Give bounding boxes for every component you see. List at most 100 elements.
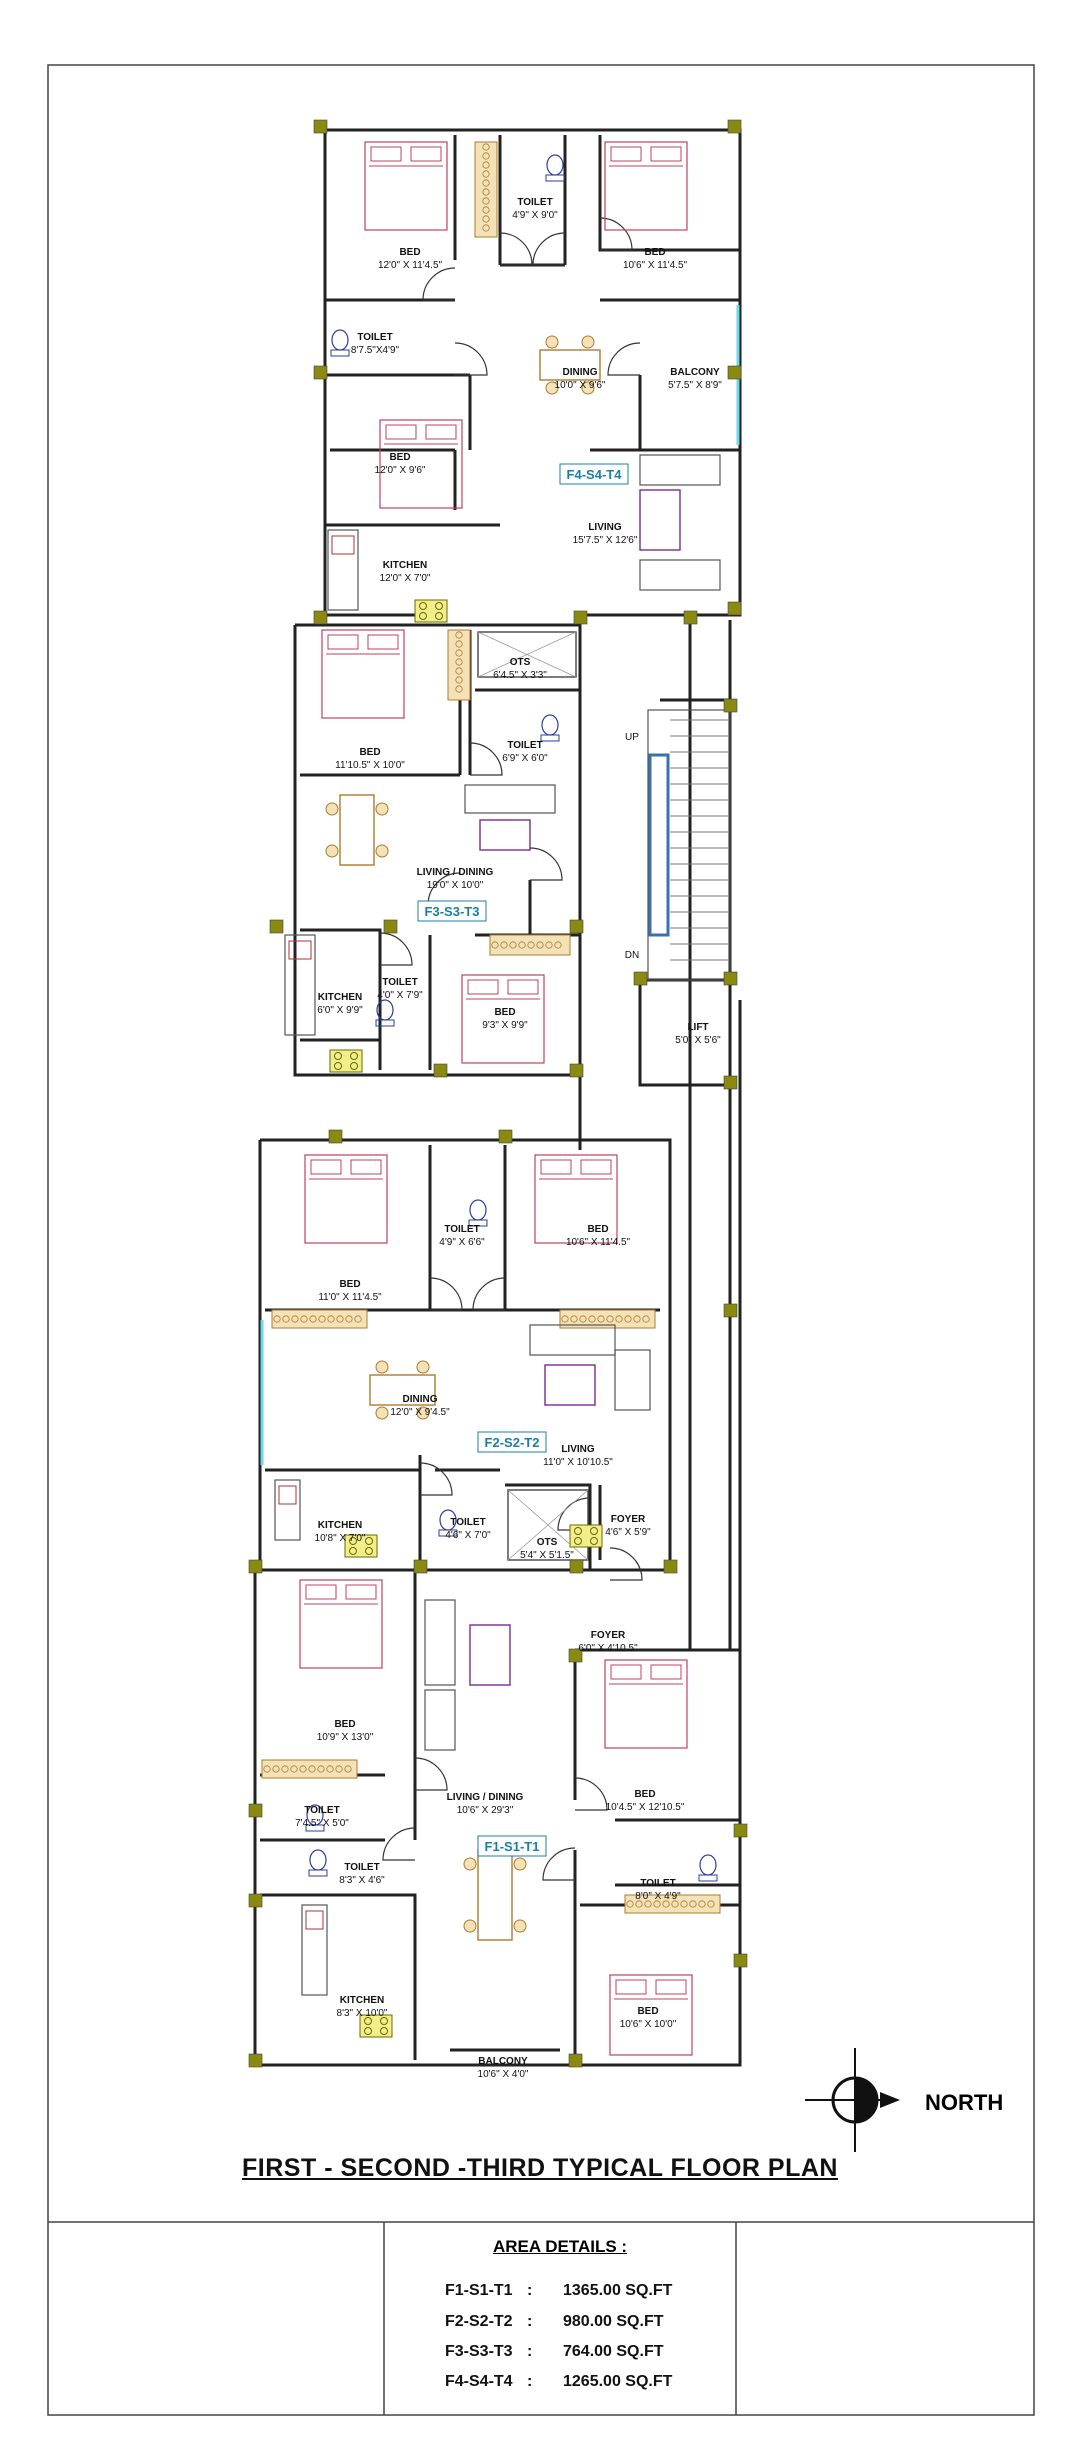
ots-shaft <box>477 631 577 678</box>
room-label: DINING 12'0" X 9'4.5" <box>390 1394 450 1418</box>
svg-text:KITCHEN: KITCHEN <box>318 1520 362 1531</box>
svg-text:15'7.5" X 12'6": 15'7.5" X 12'6" <box>573 535 638 546</box>
bed-icon <box>461 974 545 1064</box>
svg-text:BALCONY: BALCONY <box>478 2056 528 2067</box>
sheet-frame <box>47 64 1035 2416</box>
svg-text:TOILET: TOILET <box>450 1517 485 1528</box>
svg-text:LIVING: LIVING <box>588 522 622 533</box>
svg-text:7'4.5" X 5'0": 7'4.5" X 5'0" <box>295 1818 349 1829</box>
svg-text:10'6" X 11'4.5": 10'6" X 11'4.5" <box>566 1237 631 1248</box>
bed-icon <box>609 1974 693 2056</box>
svg-text:4'6" X 7'0": 4'6" X 7'0" <box>445 1530 491 1541</box>
door-swing <box>574 1777 608 1811</box>
dining-table-icon <box>369 1360 436 1420</box>
door-swing <box>599 217 633 251</box>
bed-icon <box>534 1154 618 1244</box>
column <box>568 1648 583 1663</box>
area-row: F1-S1-T1:1365.00 SQ.FT <box>445 2282 673 2299</box>
room-label: TOILET 4'6" X 7'0" <box>445 1517 491 1541</box>
column <box>248 2053 263 2068</box>
svg-text:6'9" X 6'0": 6'9" X 6'0" <box>502 753 548 764</box>
dining-table-icon <box>325 794 389 866</box>
svg-text:8'0" X 4'9": 8'0" X 4'9" <box>635 1891 681 1902</box>
svg-text:10'4.5" X 12'10.5": 10'4.5" X 12'10.5" <box>606 1802 685 1813</box>
rug-icon <box>639 489 681 551</box>
svg-text:LIVING: LIVING <box>561 1444 595 1455</box>
column <box>727 365 742 380</box>
svg-text:FOYER: FOYER <box>591 1630 626 1641</box>
bed-icon <box>379 419 463 509</box>
svg-text:11'10.5" X 10'0": 11'10.5" X 10'0" <box>335 760 405 771</box>
column <box>727 601 742 616</box>
room-label: LIFT 5'0" X 5'6" <box>675 1022 721 1046</box>
sofa-icon <box>639 559 721 591</box>
svg-text:TOILET: TOILET <box>344 1862 379 1873</box>
area-details-heading: AREA DETAILS : <box>492 2237 628 2256</box>
svg-text:9'3" X 9'9": 9'3" X 9'9" <box>482 1020 528 1031</box>
door-swing <box>532 232 566 266</box>
column <box>313 365 328 380</box>
bed-icon <box>321 629 405 719</box>
svg-text:10'0" X 9'6": 10'0" X 9'6" <box>555 380 606 391</box>
svg-text:BED: BED <box>637 2006 658 2017</box>
svg-text:BED: BED <box>359 747 380 758</box>
svg-text:KITCHEN: KITCHEN <box>340 1995 384 2006</box>
svg-text:DINING: DINING <box>403 1394 438 1405</box>
kitchen-counter-icon <box>327 529 359 611</box>
svg-text:11'0" X 11'4.5": 11'0" X 11'4.5" <box>318 1292 382 1303</box>
svg-text:5'4" X 5'1.5": 5'4" X 5'1.5" <box>520 1550 574 1561</box>
area-row: F3-S3-T3:764.00 SQ.FT <box>445 2343 664 2360</box>
door-swing <box>379 932 413 966</box>
door-swing <box>414 1757 448 1791</box>
svg-text:12'0" X 9'4.5": 12'0" X 9'4.5" <box>390 1407 450 1418</box>
door-swing <box>529 847 563 881</box>
svg-text:12'0" X 7'0": 12'0" X 7'0" <box>380 573 431 584</box>
wardrobe-icon <box>474 141 498 238</box>
svg-text:LIFT: LIFT <box>687 1022 708 1033</box>
svg-text:TOILET: TOILET <box>507 740 542 751</box>
svg-text:OTS: OTS <box>510 657 531 668</box>
sofa-icon <box>529 1324 616 1356</box>
svg-text:TOILET: TOILET <box>382 977 417 988</box>
stair-up-label: UP <box>625 732 639 743</box>
svg-text:LIVING / DINING: LIVING / DINING <box>447 1792 524 1803</box>
door-swing <box>499 232 533 266</box>
svg-text:10'6" X 4'0": 10'6" X 4'0" <box>478 2069 529 2080</box>
door-swing <box>454 342 488 376</box>
toilet-icon <box>375 999 395 1027</box>
wardrobe-icon <box>447 629 471 701</box>
room-label: BALCONY 10'6" X 4'0" <box>478 2056 529 2080</box>
column <box>569 1063 584 1078</box>
wall-segment <box>330 263 565 510</box>
stair-flight <box>647 709 731 981</box>
column <box>313 119 328 134</box>
dining-table-icon <box>539 335 601 395</box>
svg-text:6'0" X 9'9": 6'0" X 9'9" <box>317 1005 363 1016</box>
toilet-icon <box>330 329 350 357</box>
rug-icon <box>479 819 531 851</box>
column <box>723 1303 738 1318</box>
sofa-icon <box>464 784 556 814</box>
sofa-icon <box>639 454 721 486</box>
column <box>683 610 698 625</box>
stair-dn-label: DN <box>625 950 639 961</box>
svg-text:5'0" X 5'6": 5'0" X 5'6" <box>675 1035 721 1046</box>
svg-text:10'6" X 29'3": 10'6" X 29'3" <box>457 1805 514 1816</box>
svg-text:10'6" X 11'4.5": 10'6" X 11'4.5" <box>623 260 688 271</box>
stove-icon <box>359 2014 393 2038</box>
sofa-icon <box>424 1599 456 1686</box>
